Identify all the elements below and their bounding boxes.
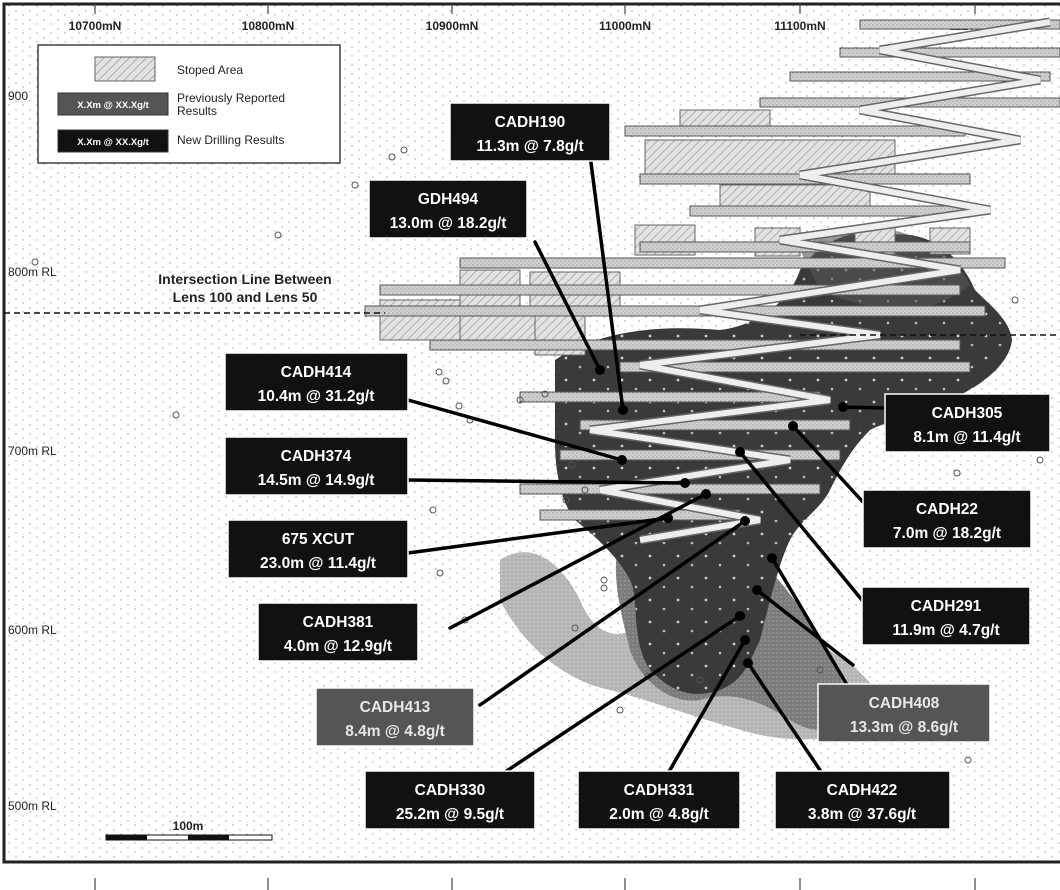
callout-box (449, 102, 611, 162)
x-label-11000: 11000mN (599, 19, 651, 33)
callout-result: 2.0m @ 4.8g/t (609, 806, 709, 823)
callout-box (884, 393, 1051, 453)
callout-result: 4.0m @ 12.9g/t (284, 638, 392, 655)
scale-bar: 100m (105, 819, 273, 841)
callout-id: CADH22 (916, 501, 978, 518)
drill-pierce-points (31, 146, 1044, 764)
callout-box (577, 770, 741, 830)
plot-border (2, 2, 1060, 864)
callouts: CADH190 11.3m @ 7.8g/t GDH494 13.0m @ 18… (224, 102, 1051, 830)
callout-id: CADH381 (303, 614, 374, 631)
callout-box (774, 770, 951, 830)
callout-box (364, 770, 536, 830)
callout-box-prev (817, 683, 991, 743)
y-label-800: 800m RL (8, 265, 57, 279)
intersection-label-1: Intersection Line Between (158, 271, 331, 287)
intercept-points (595, 365, 848, 668)
callout-box-prev (315, 687, 475, 747)
callout-result: 13.3m @ 8.6g/t (850, 719, 958, 736)
bottom-axis (94, 878, 976, 890)
legend-stoped-swatch (94, 56, 156, 82)
callout-id: CADH291 (911, 598, 982, 615)
legend: Stoped Area X.Xm @ XX.Xg/t Previously Re… (37, 44, 341, 164)
callout-result: 11.3m @ 7.8g/t (476, 138, 583, 155)
y-label-500: 500m RL (8, 799, 57, 813)
callout-result: 3.8m @ 37.6g/t (808, 806, 916, 823)
callout-id: 675 XCUT (282, 531, 355, 548)
top-axis (94, 4, 976, 14)
legend-prev-label-1: Previously Reported (177, 91, 285, 105)
callout-result: 10.4m @ 31.2g/t (258, 388, 375, 405)
x-label-10800: 10800mN (242, 19, 295, 33)
callout-id: CADH331 (624, 782, 695, 799)
callout-id: CADH374 (281, 448, 352, 465)
callout-box (368, 179, 528, 239)
callout-id: CADH305 (932, 405, 1003, 422)
legend-prev-swatch-text: X.Xm @ XX.Xg/t (77, 100, 149, 111)
callout-id: CADH414 (281, 364, 352, 381)
legend-new-swatch-text: X.Xm @ XX.Xg/t (77, 137, 149, 148)
leader-lines (406, 153, 887, 784)
callout-result: 25.2m @ 9.5g/t (396, 806, 504, 823)
callout-id: CADH413 (360, 699, 431, 716)
callout-box (227, 519, 409, 579)
x-label-10900: 10900mN (426, 19, 479, 33)
intersection-label-2: Lens 100 and Lens 50 (173, 289, 318, 305)
callout-box (257, 602, 419, 662)
callout-result: 14.5m @ 14.9g/t (258, 472, 375, 489)
legend-new-swatch (57, 129, 169, 153)
callout-result: 23.0m @ 11.4g/t (260, 555, 376, 572)
callout-result: 8.1m @ 11.4g/t (913, 429, 1020, 446)
callout-id: CADH422 (827, 782, 898, 799)
legend-prev-swatch (57, 92, 169, 116)
callout-result: 7.0m @ 18.2g/t (893, 525, 1001, 542)
y-label-700: 700m RL (8, 444, 57, 458)
legend-new-label: New Drilling Results (177, 133, 284, 147)
legend-prev-label-2: Results (177, 104, 217, 118)
scale-bar-label: 100m (173, 819, 204, 833)
callout-box (224, 436, 409, 496)
y-label-600: 600m RL (8, 623, 57, 637)
callout-id: GDH494 (418, 191, 479, 208)
callout-id: CADH190 (495, 114, 566, 131)
callout-box (861, 586, 1031, 646)
callout-id: CADH330 (415, 782, 486, 799)
callout-id: CADH408 (869, 695, 940, 712)
callout-result: 8.4m @ 4.8g/t (345, 723, 445, 740)
x-label-10700: 10700mN (69, 19, 122, 33)
legend-stoped-label: Stoped Area (177, 63, 243, 77)
callout-box (862, 489, 1032, 549)
callout-result: 11.9m @ 4.7g/t (892, 622, 999, 639)
y-label-900: 900 (8, 89, 28, 103)
callout-result: 13.0m @ 18.2g/t (390, 215, 507, 232)
x-label-11100: 11100mN (774, 19, 825, 33)
callout-box (224, 352, 409, 412)
